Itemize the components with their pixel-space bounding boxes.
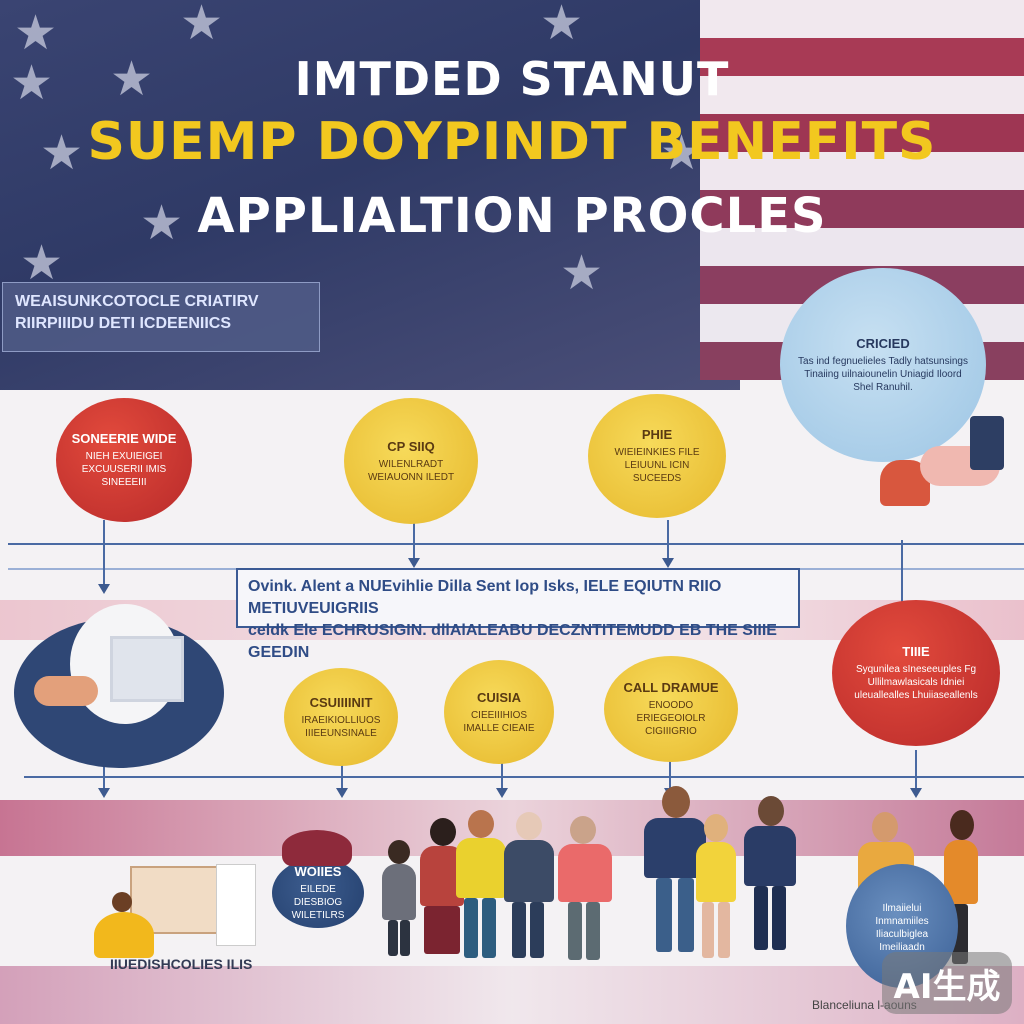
connector-line <box>667 520 669 562</box>
step-circle-red: SONEERIE WIDE NIEH EXUIEIGEI EXCUUSERII … <box>56 398 192 522</box>
connector-line <box>901 540 903 604</box>
circle-title: WOIIES <box>294 864 342 879</box>
connector-line <box>103 760 105 788</box>
flag-stripe <box>700 76 1024 114</box>
connector-line <box>669 760 671 788</box>
flag-stripe <box>700 114 1024 152</box>
circle-text: IRAEIKIOLLIUOS IIIEEUNSINALE <box>301 714 381 739</box>
ai-generated-watermark: AI生成 <box>882 952 1012 1014</box>
step-circle-yellow: PHIE WIEIEINKIES FILE LEIUUNL ICIN SUCEE… <box>588 394 726 518</box>
circle-title: PHIE <box>641 427 673 442</box>
step-circle-navy: WOIIES EILEDE DIESBIOG WILETILRS <box>272 858 364 928</box>
star-icon: ★ <box>660 127 704 180</box>
star-icon: ★ <box>140 197 184 250</box>
arrow-down-icon <box>408 558 420 568</box>
circle-text: WIEIEINKIES FILE LEIUUNL ICIN SUCEEDS <box>614 447 700 484</box>
connector-line <box>341 760 343 788</box>
circle-text: EILEDE DIESBIOG WILETILRS <box>291 884 345 921</box>
circle-text: WILENLRADT WEIAUONN ILEDT <box>367 458 455 483</box>
circle-text: Tas ind fegnuelieles Tadly hatsunsings T… <box>798 356 968 393</box>
banner-left-line2: RIIRPIIIDU DETI ICDEENIICS <box>15 315 232 332</box>
circle-title: CALL DRAMUE <box>623 680 719 695</box>
phone-icon <box>970 416 1004 470</box>
circle-title: TIIIE <box>902 644 930 659</box>
star-icon: ★ <box>110 53 154 106</box>
star-icon: ★ <box>10 57 54 110</box>
arrow-down-icon <box>662 558 674 568</box>
banner-left-line1: WEAISUNKCOTOCLE CRIATIRV <box>15 293 259 310</box>
circle-text: Ilmaiielui Inmnamiiles Iliaculbiglea Ime… <box>875 903 929 953</box>
star-icon: ★ <box>40 127 84 180</box>
star-icon: ★ <box>180 0 224 50</box>
connector-line <box>501 760 503 788</box>
arrow-down-icon <box>98 584 110 594</box>
connector-line <box>413 520 415 562</box>
star-icon: ★ <box>560 247 604 300</box>
flag-stripe <box>700 228 1024 266</box>
circle-title: SONEERIE WIDE <box>71 431 177 446</box>
decoration-shape <box>282 830 352 866</box>
arrow-down-icon <box>98 788 110 798</box>
arrow-down-icon <box>496 788 508 798</box>
step-circle-red: TIIIE Syqunilea sIneseeuples Fg Ullilmaw… <box>832 600 1000 746</box>
arrow-down-icon <box>910 788 922 798</box>
person-figure <box>34 676 98 706</box>
flag-stripe <box>700 190 1024 228</box>
circle-text: ENOODO ERIEGEOIOLR CIGIIIGRIO <box>636 700 706 737</box>
arrow-down-icon <box>336 788 348 798</box>
circle-text: NIEH EXUIEIGEI EXCUUSERII IMIS SINEEEIII <box>81 451 167 488</box>
info-banner-middle: Ovink. Alent a NUEvihlie Dilla Sent lop … <box>236 568 800 661</box>
step-circle-yellow: CP SIIQ WILENLRADT WEIAUONN ILEDT <box>344 398 478 524</box>
connector-line <box>103 520 105 586</box>
flag-stripe <box>700 0 1024 38</box>
person-figure <box>94 912 154 958</box>
connector-line <box>915 750 917 790</box>
circle-title: CP SIIQ <box>387 438 435 454</box>
banner-mid-line1: Ovink. Alent a NUEvihlie Dilla Sent lop … <box>248 578 722 617</box>
title-line-3: APPLIALTION PROCLES <box>197 188 827 244</box>
star-icon: ★ <box>14 7 58 60</box>
step-circle-yellow: CALL DRAMUE ENOODO ERIEGEOIOLR CIGIIIGRI… <box>604 656 738 762</box>
step-circle-yellow: CUISIA CIEEIIIHIOS IMALLE CIEAIE <box>444 660 554 764</box>
title-line-2: SUEMP DOYPINDT BENEFITS <box>87 112 937 172</box>
banner-mid-line2: celdk Ele ECHRUSIGIN. dllAlALEABU DECZNT… <box>248 622 777 661</box>
person-head <box>112 892 132 912</box>
flag-stripe <box>700 38 1024 76</box>
circle-title: CRICIED <box>856 336 910 351</box>
lower-stripe <box>0 966 1024 1024</box>
flag-stripe <box>700 152 1024 190</box>
star-icon: ★ <box>20 237 64 290</box>
timeline-line <box>8 543 1024 545</box>
document-icon <box>216 864 256 946</box>
star-icon: ★ <box>540 0 584 50</box>
timeline-line <box>24 776 1024 778</box>
step-circle-yellow: CSUIIIINIT IRAEIKIOLLIUOS IIIEEUNSINALE <box>284 668 398 766</box>
circle-text: CIEEIIIHIOS IMALLE CIEAIE <box>463 709 535 734</box>
bottom-caption: IIUEDISHCOLIES ILIS <box>110 956 253 972</box>
circle-title: CUISIA <box>476 689 522 705</box>
info-banner-left: WEAISUNKCOTOCLE CRIATIRV RIIRPIIIDU DETI… <box>2 282 320 352</box>
circle-text: Syqunilea sIneseeuples Fg Ullilmawlasica… <box>854 664 978 701</box>
laptop-screen-icon <box>110 636 184 702</box>
info-circle-blue: CRICIED Tas ind fegnuelieles Tadly hatsu… <box>780 268 986 462</box>
title-line-1: IMTDED STANUT <box>294 52 730 106</box>
circle-title: CSUIIIINIT <box>309 694 373 710</box>
